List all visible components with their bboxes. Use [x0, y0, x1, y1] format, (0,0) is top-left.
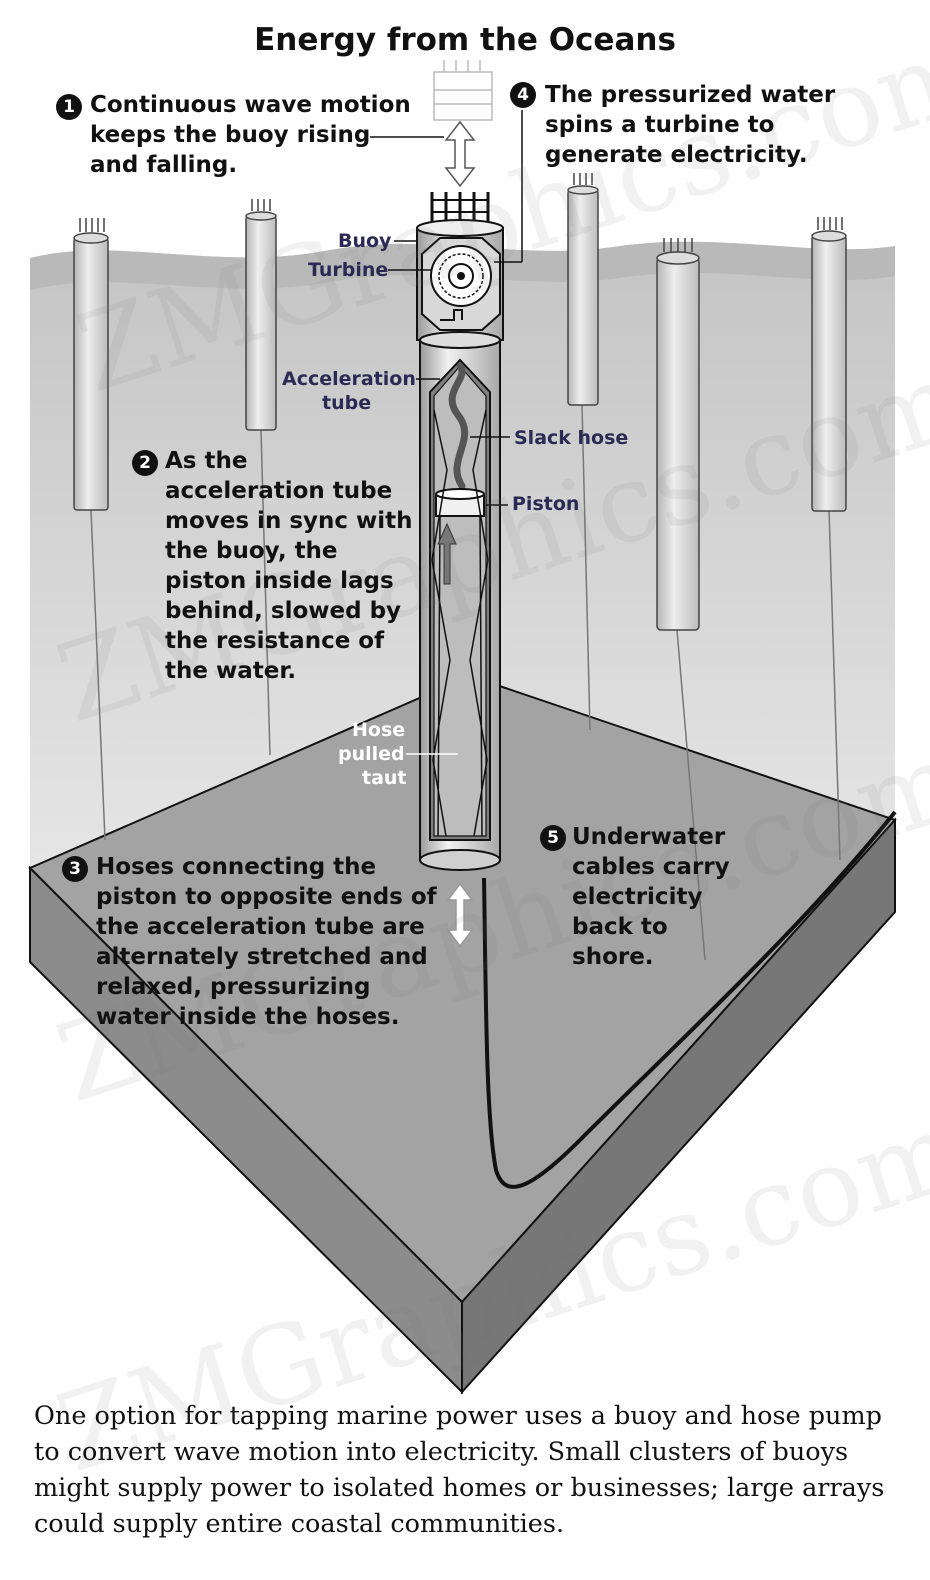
seabed-right-side — [461, 817, 896, 1395]
underwater-cable — [482, 810, 897, 1189]
label-buoy: Buoy — [338, 230, 392, 252]
tethers — [90, 404, 841, 961]
label-hose-taut-line1: Hose — [352, 719, 406, 741]
label-hose-taut-line2: pulled — [338, 743, 405, 765]
step-3-number: 3 — [62, 856, 88, 882]
piston — [435, 488, 485, 517]
motion-arrow-bottom — [446, 882, 474, 948]
label-acceleration-tube-line2: tube — [322, 392, 372, 414]
label-hose-taut-line3: taut — [362, 767, 407, 789]
step-1-text: Continuous wave motion keeps the buoy ri… — [90, 92, 411, 178]
motion-arrow-up-down — [444, 120, 476, 188]
step-2-text: As the acceleration tube moves in sync w… — [165, 448, 413, 684]
caption: One option for tapping marine power uses… — [34, 1401, 885, 1539]
leader-lines — [370, 110, 523, 755]
step-4-number: 4 — [510, 82, 536, 108]
step-1-number: 1 — [56, 94, 82, 120]
step-3-text: Hoses connecting the piston to opposite … — [96, 854, 437, 1030]
buoy-motion-ghost — [433, 60, 493, 121]
step-4-text: The pressurized water spins a turbine to… — [545, 82, 836, 168]
turbine — [430, 245, 492, 321]
label-slack-hose: Slack hose — [514, 427, 629, 449]
step-2-number: 2 — [132, 450, 158, 476]
slack-hose — [448, 362, 469, 490]
step-5-text: Underwater cables carry electricity back… — [572, 824, 730, 970]
label-turbine: Turbine — [308, 259, 389, 281]
distant-buoys — [73, 173, 847, 631]
page-title: Energy from the Oceans — [254, 22, 676, 58]
taut-hoses — [431, 409, 489, 837]
label-acceleration-tube-line1: Acceleration — [282, 368, 416, 390]
piston-up-arrow — [437, 522, 457, 585]
label-piston: Piston — [512, 493, 580, 515]
step-5-number: 5 — [540, 825, 566, 851]
